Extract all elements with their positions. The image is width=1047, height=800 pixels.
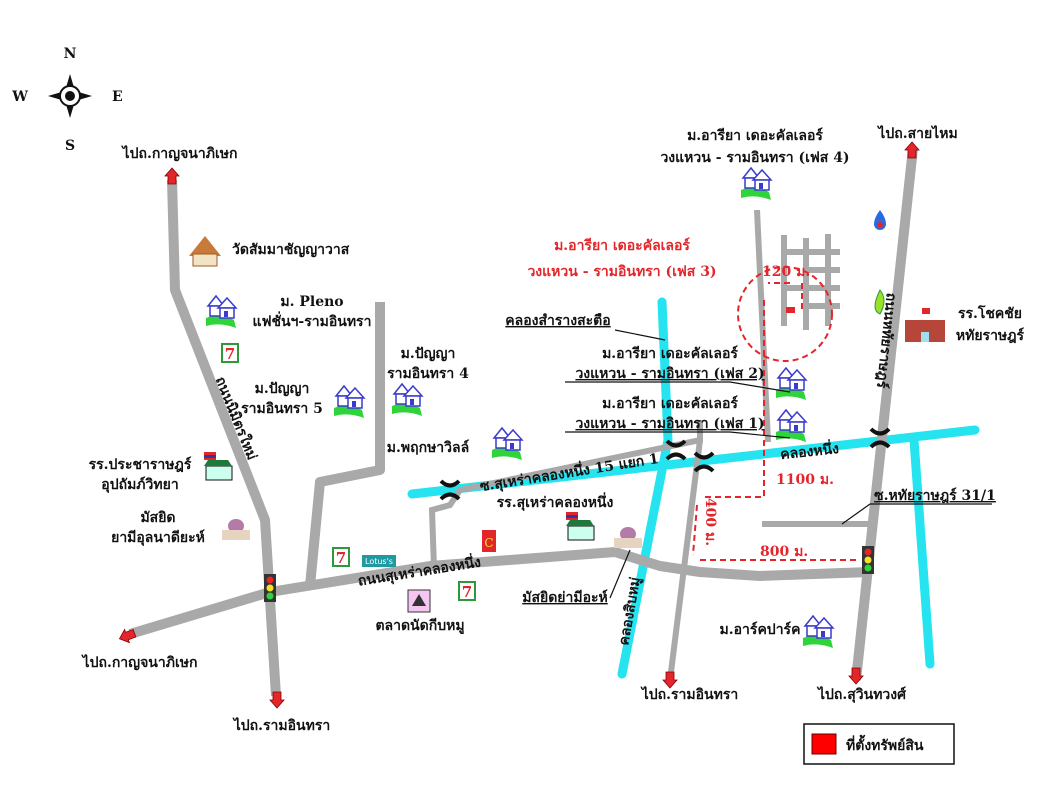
label-mosque-l1: มัสยิด: [140, 510, 175, 526]
seven-eleven-icon: [332, 547, 350, 568]
distance-400: 400 ม.: [702, 498, 718, 546]
property-marker: [786, 307, 795, 313]
distance-800: 800 ม.: [760, 544, 808, 560]
label-temple: วัดสัมมาชัญญาวาส: [232, 242, 350, 258]
canal-samrong: คลองสำรางสะตือ: [505, 313, 610, 329]
direction-suwinthawong: ไปถ.สุวินทวงศ์: [816, 685, 907, 703]
label-school-chokchai-l2: หทัยราษฎร์: [956, 327, 1025, 344]
label-school-chokchai-l1: รร.โชคชัย: [958, 304, 1022, 322]
village-icon: [740, 167, 772, 201]
label-phase4-l2: วงแหวน - รามอินทรา (เฟส 4): [660, 150, 849, 166]
gas-station-bangchak-icon: [874, 289, 885, 315]
property-location: 120 ม. 1100 ม. 400 ม. 800 ม.: [692, 264, 858, 561]
lotus-label: Lotus's: [365, 557, 393, 566]
compass-e: E: [112, 89, 123, 105]
direction-sai-mai: ไปถ.สายไหม: [876, 124, 957, 142]
mosque-icon: [222, 519, 250, 540]
legend-swatch: [811, 733, 837, 755]
mosque-icon: [614, 527, 642, 548]
label-phase4-l1: ม.อารียา เดอะคัลเลอร์: [687, 127, 823, 144]
label-school-pracharat-l2: อุปถัมภ์วิทยา: [101, 476, 178, 493]
village-icon: [491, 427, 523, 461]
distance-120: 120 ม.: [762, 264, 810, 280]
label-mosque-l2: ยามีอุลนาดียะห์: [111, 529, 205, 546]
label-school-surao: รร.สุเหร่าคลองหนึ่ง: [497, 492, 614, 511]
label-pleno-l1: ม. Pleno: [280, 294, 343, 310]
village-icon: [391, 383, 423, 417]
distance-1100: 1100 ม.: [776, 472, 834, 488]
label-pleno-l2: แฟชั่นฯ-รามอินทรา: [253, 311, 372, 330]
roads: [128, 147, 918, 697]
compass-s: S: [65, 138, 75, 154]
canal-khlong-sip: คลองสิบหมู่: [616, 576, 644, 647]
label-phase2-l2: วงแหวน - รามอินทรา (เฟส 2): [575, 366, 764, 382]
village-icon: [205, 295, 237, 329]
seven-eleven-icon: [221, 343, 239, 364]
direction-ramintra-center: ไปถ.รามอินทรา: [640, 685, 738, 703]
village-icon: [333, 385, 365, 419]
label-phase2-l1: ม.อารียา เดอะคัลเลอร์: [602, 345, 738, 362]
school-icon: [566, 512, 595, 541]
label-panya4-l2: รามอินทรา 4: [387, 366, 469, 382]
traffic-light-icon: [264, 574, 276, 602]
legend: ที่ตั้งทรัพย์สิน: [803, 723, 955, 765]
traffic-light-icon: [862, 546, 874, 574]
label-phase1-l2: วงแหวน - รามอินทรา (เฟส 1): [575, 416, 764, 432]
village-icon: [802, 615, 834, 649]
lotus-store-icon: Lotus's: [362, 555, 396, 567]
label-phase1-l1: ม.อารียา เดอะคัลเลอร์: [602, 395, 738, 412]
label-panya5-l2: รามอินทรา 5: [241, 401, 323, 417]
svg-text:C: C: [484, 536, 493, 550]
direction-kanchanaphisek-north: ไปถ.กาญจนาภิเษก: [121, 144, 238, 162]
road-soi-hathai: ซ.หทัยราษฎร์ 31/1: [874, 487, 996, 504]
compass-n: N: [64, 46, 77, 62]
label-market: ตลาดนัดกีบหมู: [375, 618, 464, 634]
temple-icon: [189, 236, 221, 267]
village-icon: [775, 367, 807, 401]
label-arcpark: ม.อาร์คปาร์ค: [720, 621, 801, 638]
arrow-south-icon: [662, 671, 678, 689]
label-panya4-l1: ม.ปัญญา: [401, 346, 456, 362]
compass-w: W: [11, 89, 28, 105]
label-panya5-l1: ม.ปัญญา: [255, 381, 310, 397]
canal-khlong-nueng: คลองหนึ่ง: [779, 438, 840, 463]
compass-rose-icon: N S E W: [11, 46, 122, 154]
label-pruksa: ม.พฤกษาวิลล์: [387, 439, 469, 456]
direction-kanchanaphisek-west: ไปถ.กาญจนาภิเษก: [81, 653, 198, 671]
property-name-line1: ม.อารียา เดอะคัลเลอร์: [554, 237, 690, 254]
label-school-pracharat-l1: รร.ประชาราษฎร์: [89, 456, 192, 473]
legend-label: ที่ตั้งทรัพย์สิน: [846, 734, 924, 754]
gas-station-pt-icon: [874, 210, 886, 230]
seven-eleven-icon: [458, 581, 476, 602]
direction-ramintra-left: ไปถ.รามอินทรา: [232, 716, 330, 734]
property-name-line2: วงแหวน - รามอินทรา (เฟส 3): [527, 264, 716, 280]
cafe-amazon-icon: C: [482, 530, 496, 552]
market-icon: [407, 589, 431, 613]
label-mosque-yamiah: มัสยิดย่ามีอะห์: [522, 589, 608, 606]
school-building-icon: [905, 308, 945, 342]
school-icon: [204, 452, 233, 481]
village-road-grid: [781, 234, 840, 330]
